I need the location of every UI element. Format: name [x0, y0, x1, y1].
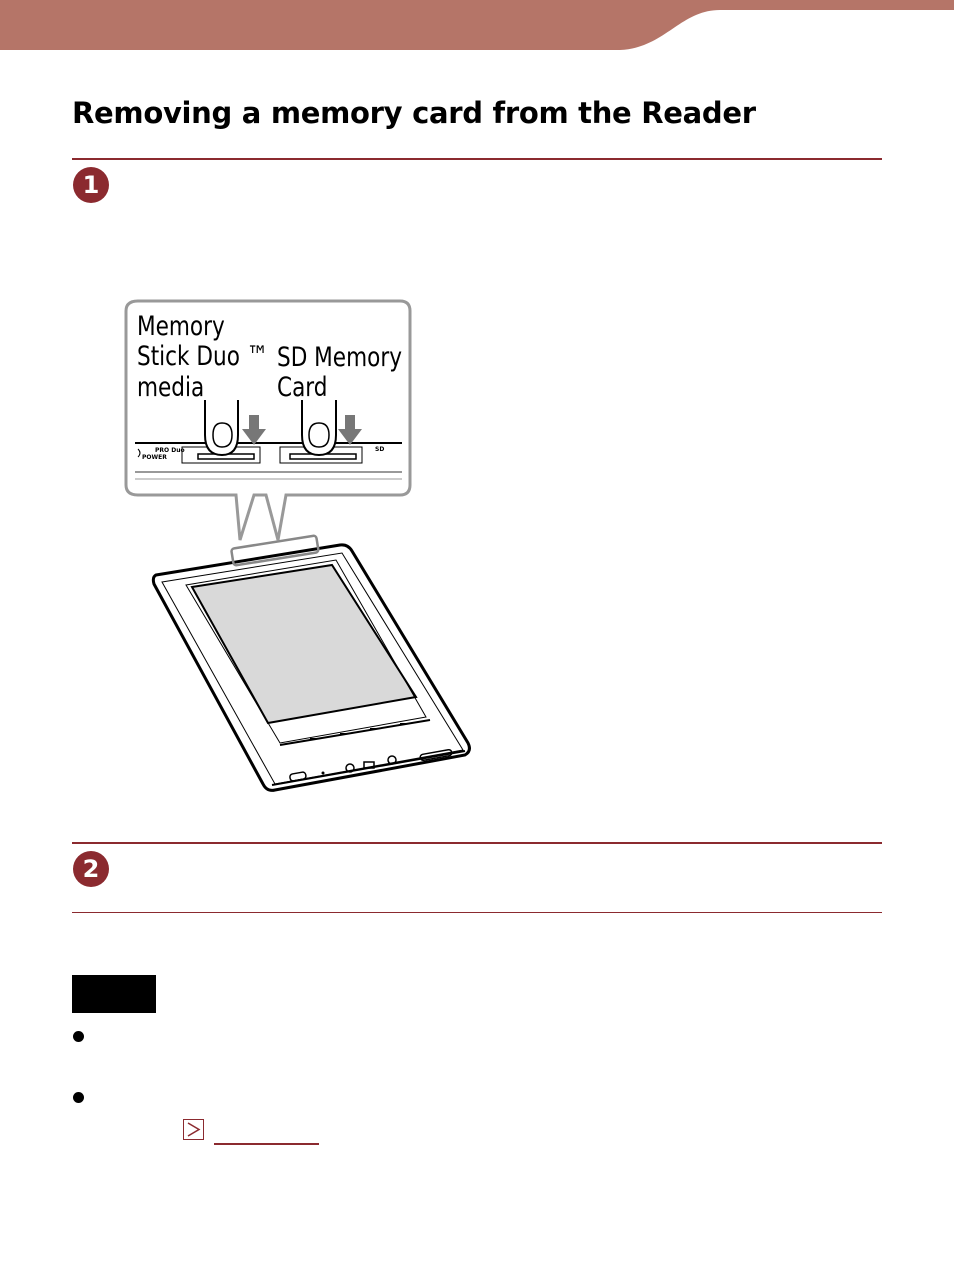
section-divider [72, 912, 882, 913]
slot-sd-text: SD [375, 446, 384, 453]
finger-ms [204, 400, 239, 457]
ms-label-line-3: media [137, 371, 204, 403]
header-band [0, 0, 954, 50]
section-divider [72, 158, 882, 160]
ms-label: Memory Stick Duo ™ media [137, 310, 268, 403]
step-1-badge: 1 [73, 167, 109, 203]
push-arrow-sd-icon [338, 415, 362, 445]
note-bullet [73, 1092, 84, 1103]
callout-bubble [124, 299, 412, 541]
step-2-badge: 2 [73, 851, 109, 887]
slot-power-text: POWER [142, 454, 167, 461]
finger-sd [301, 400, 337, 457]
page-title: Removing a memory card from the Reader [72, 96, 756, 130]
reference-link[interactable] [214, 1143, 319, 1145]
sd-label-line-1: SD Memory [277, 341, 402, 373]
reader-illustration: Memory Stick Duo ™ media SD Memory Card … [124, 299, 471, 792]
notes-heading-box [72, 975, 156, 1013]
ms-label-line-1: Memory [137, 310, 225, 342]
push-arrow-ms-icon [242, 415, 266, 445]
section-divider [72, 842, 882, 844]
ms-label-line-2: Stick Duo ™ [137, 340, 268, 372]
card-slot-strip: PRO Duo POWER SD [135, 442, 402, 480]
slot-ms-text: PRO Duo [155, 447, 185, 454]
reference-arrow-icon[interactable] [183, 1119, 204, 1140]
sd-label-line-2: Card [277, 371, 328, 403]
sd-label: SD Memory Card [277, 341, 402, 403]
note-bullet [73, 1031, 84, 1042]
reader-device [151, 534, 471, 792]
